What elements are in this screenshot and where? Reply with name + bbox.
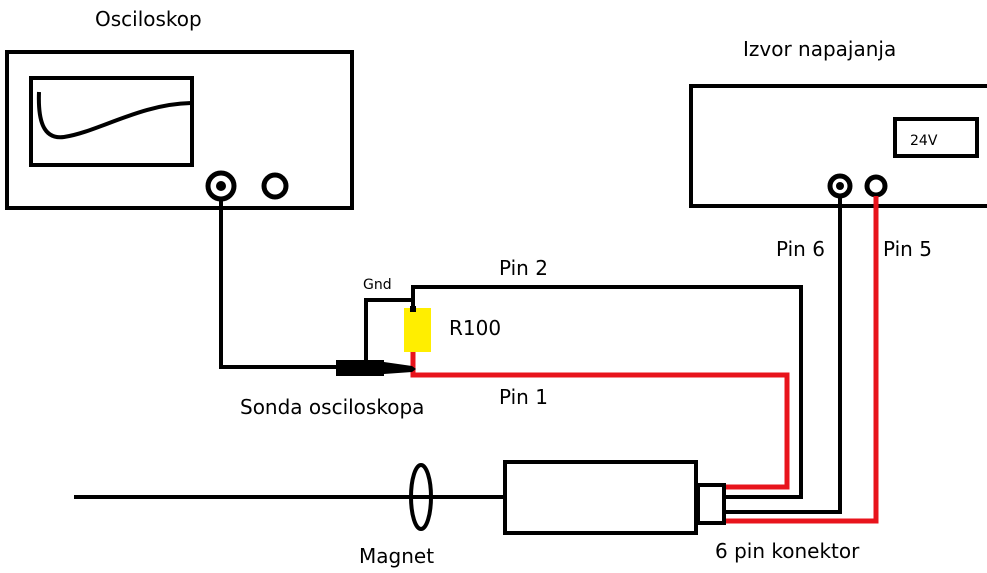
pin6-label: Pin 6 <box>776 237 825 261</box>
power-supply-display-value: 24V <box>910 133 938 149</box>
connector-label: 6 pin konektor <box>715 539 860 563</box>
pin2-label: Pin 2 <box>499 256 548 280</box>
power-supply-terminal-pin6 <box>827 173 853 199</box>
oscilloscope: Osciloskop <box>5 7 354 210</box>
resistor-label: R100 <box>449 316 501 340</box>
probe-ground-clip-wire <box>364 298 413 361</box>
pin1-wire <box>410 352 790 490</box>
resistor-lead-marker <box>410 306 416 312</box>
oscilloscope-second-connector <box>261 172 289 200</box>
oscilloscope-probe <box>336 360 416 376</box>
pin5-label: Pin 5 <box>883 237 932 261</box>
magnet-label: Magnet <box>359 544 434 568</box>
oscilloscope-cable <box>219 199 340 369</box>
power-supply-display <box>893 117 979 158</box>
oscilloscope-label: Osciloskop <box>95 7 202 31</box>
probe-tip <box>384 362 416 374</box>
pin1-label: Pin 1 <box>499 385 548 409</box>
probe-label: Sonda osciloskopa <box>240 395 424 419</box>
pin5-wire <box>726 196 879 524</box>
oscilloscope-screen <box>29 76 194 167</box>
pin2-wire <box>411 285 803 499</box>
coil-body <box>503 460 698 535</box>
magnet-ring <box>409 463 433 531</box>
power-supply-terminal-pin5 <box>864 174 888 198</box>
power-supply-terminal-pin6-center <box>836 182 844 190</box>
oscilloscope-waveform <box>36 91 192 140</box>
six-pin-connector <box>696 483 726 525</box>
oscilloscope-channel-connector-center <box>216 181 226 191</box>
oscilloscope-body <box>5 50 354 210</box>
gnd-label: Gnd <box>363 277 392 293</box>
probe-body <box>336 360 384 376</box>
power-supply-label: Izvor napajanja <box>743 37 896 61</box>
power-supply: 24V Izvor napajanja <box>689 37 987 208</box>
resistor-r100 <box>404 308 431 352</box>
pin6-wire <box>726 197 842 514</box>
